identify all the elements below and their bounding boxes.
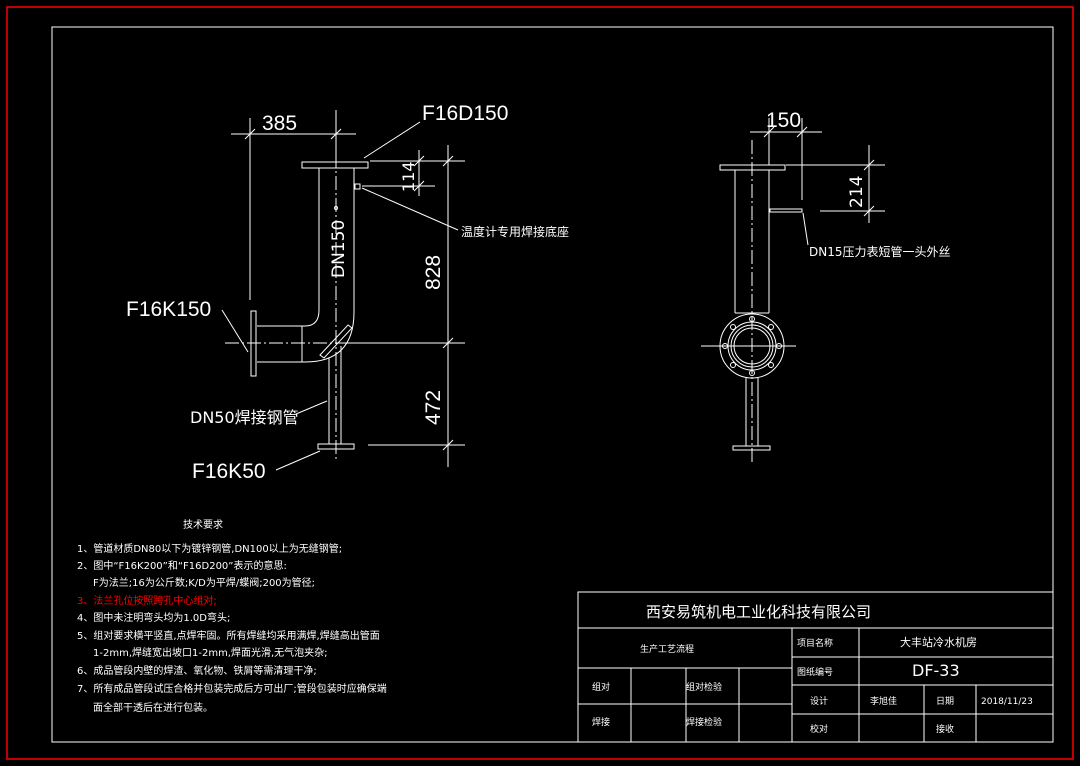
elbow-outer	[257, 311, 355, 363]
assembly-check-label: 组对检验	[686, 681, 722, 693]
label-sensor-seat: 温度计专用焊接底座	[461, 224, 569, 239]
checker-label: 校对	[810, 723, 828, 735]
label-f16k50: F16K50	[192, 460, 266, 483]
dim-150: 150	[766, 109, 801, 132]
side-top-flange	[719, 164, 786, 171]
drawing-no: DF-33	[912, 661, 960, 680]
label-dn15-gauge-pipe: DN15压力表短管一头外丝	[809, 244, 951, 259]
sensor-seat	[354, 183, 361, 190]
side-flange	[250, 310, 257, 377]
receiver-label: 接收	[936, 723, 954, 735]
dim-828: 828	[422, 255, 445, 290]
note-5-cont: 1-2mm,焊缝宽出坡口1-2mm,焊面光滑,无气泡夹杂;	[93, 646, 328, 659]
welding-label: 焊接	[592, 716, 610, 728]
bolt-holes	[722, 316, 782, 376]
notes-title: 技术要求	[183, 518, 223, 531]
technical-notes: 技术要求 1、管道材质DN80以下为镀锌钢管,DN100以上为无缝钢管; 2、图…	[77, 518, 387, 714]
designer: 李旭佳	[870, 695, 897, 707]
elbow-inner	[257, 309, 320, 327]
note-3: 3、法兰孔位按照跨孔中心组对;	[77, 594, 217, 607]
gauge-pipe	[769, 208, 803, 213]
note-1: 1、管道材质DN80以下为镀锌钢管,DN100以上为无缝钢管;	[77, 542, 342, 555]
outer-frame	[6, 6, 1074, 760]
label-dn150: DN150	[329, 220, 349, 278]
dim-385: 385	[262, 112, 297, 135]
note-7-cont: 面全部干透后在进行包装。	[93, 701, 213, 714]
label-f16d150: F16D150	[422, 102, 508, 125]
bottom-flange	[317, 443, 355, 450]
dim-214: 214	[847, 176, 867, 208]
side-bottom-flange	[732, 445, 771, 451]
inner-frame	[51, 26, 1054, 743]
label-f16k150: F16K150	[126, 298, 211, 321]
company-name: 西安易筑机电工业化科技有限公司	[646, 603, 871, 621]
dim-472: 472	[422, 390, 445, 425]
process-label: 生产工艺流程	[640, 643, 694, 655]
designer-label: 设计	[810, 695, 828, 707]
label-dn50-pipe: DN50焊接钢管	[190, 408, 299, 427]
dim-114: 114	[399, 161, 418, 192]
branch-saddle	[319, 324, 353, 359]
project-name-label: 项目名称	[797, 637, 833, 649]
top-flange	[301, 161, 369, 169]
date-label: 日期	[936, 696, 954, 707]
note-7: 7、所有成品管段试压合格并包装完成后方可出厂;管段包装时应确保端	[77, 682, 387, 695]
project-name: 大丰站冷水机房	[900, 635, 977, 649]
side-view: 150 214 DN15压力表短管一头外丝	[701, 109, 951, 462]
assembly-label: 组对	[592, 681, 610, 693]
front-view: 385 828 114 472 DN150 F16D150 温度计专用焊接底座 …	[126, 102, 569, 483]
title-block: 西安易筑机电工业化科技有限公司 生产工艺流程 组对 组对检验 焊接 焊接检验 项…	[577, 591, 1054, 743]
welding-check-label: 焊接检验	[686, 716, 722, 728]
flange-face	[719, 313, 785, 379]
date: 2018/11/23	[981, 697, 1033, 707]
note-5: 5、组对要求横平竖直,点焊牢固。所有焊缝均采用满焊,焊缝高出管面	[77, 629, 380, 642]
note-6: 6、成品管段内壁的焊渣、氧化物、铁屑等需清理干净;	[77, 664, 317, 677]
drawing-no-label: 图纸编号	[797, 666, 833, 678]
note-2: 2、图中“F16K200”和“F16D200”表示的意思:	[77, 559, 287, 572]
note-4: 4、图中未注明弯头均为1.0D弯头;	[77, 611, 230, 624]
note-2-cont: F为法兰;16为公斤数;K/D为平焊/蝶阀;200为管径;	[93, 576, 315, 589]
